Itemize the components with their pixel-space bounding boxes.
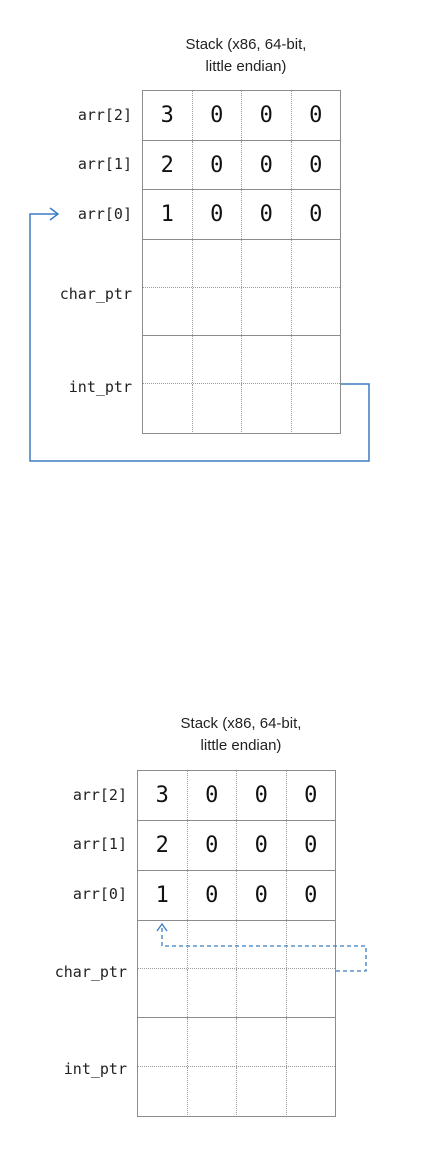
label-arr2: arr[2] <box>77 106 132 124</box>
diagram-title: Stack (x86, 64-bit, little endian) <box>136 34 356 78</box>
byte-cell: 0 <box>237 871 287 920</box>
byte-cell: 0 <box>309 202 323 227</box>
byte-cell: 1 <box>138 871 188 920</box>
byte-cell: 0 <box>188 871 237 920</box>
byte-cell: 2 <box>138 821 188 870</box>
byte-cell: 3 <box>143 91 193 140</box>
label-arr1: arr[1] <box>77 155 132 173</box>
row-int-ptr <box>138 1018 335 1115</box>
row-arr1: 2 0 0 0 <box>143 141 340 190</box>
byte-cell: 0 <box>237 821 287 870</box>
byte-cell: 0 <box>304 883 318 908</box>
byte-cell: 0 <box>193 190 242 239</box>
byte-cell: 0 <box>193 91 242 140</box>
title-line-1: Stack (x86, 64-bit, <box>180 715 302 732</box>
label-char-ptr: char_ptr <box>59 285 132 303</box>
byte-cell: 1 <box>143 190 193 239</box>
byte-cell: 0 <box>304 783 318 808</box>
title-line-2: little endian) <box>205 58 287 75</box>
byte-cell: 0 <box>242 141 292 189</box>
byte-cell: 0 <box>242 190 292 239</box>
stack-grid: 3 0 0 0 2 0 0 0 1 0 0 0 <box>142 90 341 434</box>
byte-cell: 0 <box>237 771 287 820</box>
row-arr0: 1 0 0 0 <box>143 190 340 240</box>
row-int-ptr <box>143 336 340 432</box>
row-arr2: 3 0 0 0 <box>138 771 335 821</box>
row-arr0: 1 0 0 0 <box>138 871 335 921</box>
byte-cell: 0 <box>309 103 323 128</box>
label-arr2: arr[2] <box>72 786 127 804</box>
byte-cell: 0 <box>188 771 237 820</box>
title-line-1: Stack (x86, 64-bit, <box>185 36 307 53</box>
byte-cell: 3 <box>138 771 188 820</box>
title-line-2: little endian) <box>200 737 282 754</box>
byte-cell: 0 <box>193 141 242 189</box>
label-char-ptr: char_ptr <box>54 963 127 981</box>
row-char-ptr <box>143 240 340 336</box>
label-arr0: arr[0] <box>77 205 132 223</box>
stack-grid: 3 0 0 0 2 0 0 0 1 0 0 0 <box>137 770 336 1117</box>
row-char-ptr <box>138 921 335 1018</box>
label-arr1: arr[1] <box>72 835 127 853</box>
stack-diagram-1: Stack (x86, 64-bit, little endian) arr[2… <box>0 0 447 480</box>
row-arr1: 2 0 0 0 <box>138 821 335 871</box>
byte-cell: 0 <box>309 152 323 178</box>
diagram-title: Stack (x86, 64-bit, little endian) <box>131 713 351 757</box>
byte-cell: 0 <box>242 91 292 140</box>
byte-cell: 2 <box>143 141 193 189</box>
stack-diagram-2: Stack (x86, 64-bit, little endian) arr[2… <box>0 680 447 1160</box>
label-int-ptr: int_ptr <box>63 1060 127 1078</box>
byte-cell: 0 <box>188 821 237 870</box>
byte-cell: 0 <box>304 833 318 858</box>
label-int-ptr: int_ptr <box>68 378 132 396</box>
label-arr0: arr[0] <box>72 885 127 903</box>
row-arr2: 3 0 0 0 <box>143 91 340 141</box>
